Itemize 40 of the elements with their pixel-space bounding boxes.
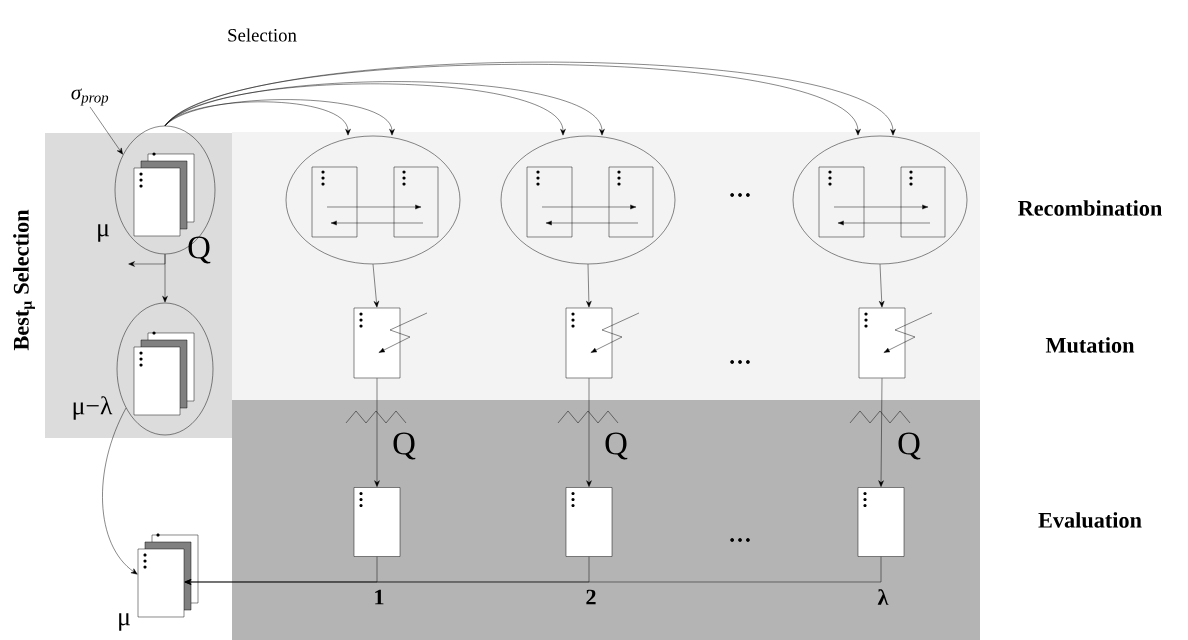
arrow [372, 264, 380, 308]
arrow [102, 407, 138, 575]
population-ellipse [285, 135, 461, 265]
chromosome-box [565, 487, 613, 557]
population-ellipse [500, 135, 676, 265]
stage-label: Recombination [1018, 200, 1162, 216]
arrow [586, 378, 592, 487]
arrow [374, 378, 380, 487]
chromosome-box [857, 487, 905, 557]
stage-label: Evaluation [1038, 512, 1142, 528]
ellipsis: … [730, 360, 750, 364]
edge-label: Q [896, 431, 922, 461]
population-label: μ [98, 224, 109, 242]
edge-label: Q [603, 431, 629, 461]
ellipsis: … [730, 193, 750, 197]
heading: Best$_{μ}$ Selection [13, 209, 35, 351]
stage-label: Mutation [1045, 337, 1135, 353]
population-ellipse [116, 302, 214, 436]
heading: Selection [228, 28, 297, 42]
population-label: μ−λ [73, 396, 113, 420]
offspring-number: 1 [375, 589, 384, 605]
chromosome-box [353, 307, 401, 379]
arrow [184, 556, 882, 585]
arrow [128, 254, 166, 267]
population-ellipse [792, 135, 968, 265]
chromosome-box [565, 307, 613, 379]
edge-label: Q [391, 431, 417, 461]
arrow [879, 264, 885, 308]
arrow [878, 378, 884, 487]
chromosome-box [353, 487, 401, 557]
annotation-label: σ$_{prop}$ [71, 88, 109, 106]
quality-label: Q [188, 236, 211, 264]
ellipsis: … [730, 538, 750, 542]
arrow [586, 264, 592, 308]
arrow [89, 106, 123, 155]
chromosome-box [858, 307, 906, 379]
offspring-number: 2 [586, 589, 596, 605]
page-stack [137, 533, 199, 618]
population-label: μ [119, 613, 130, 631]
offspring-number: λ [877, 589, 889, 605]
